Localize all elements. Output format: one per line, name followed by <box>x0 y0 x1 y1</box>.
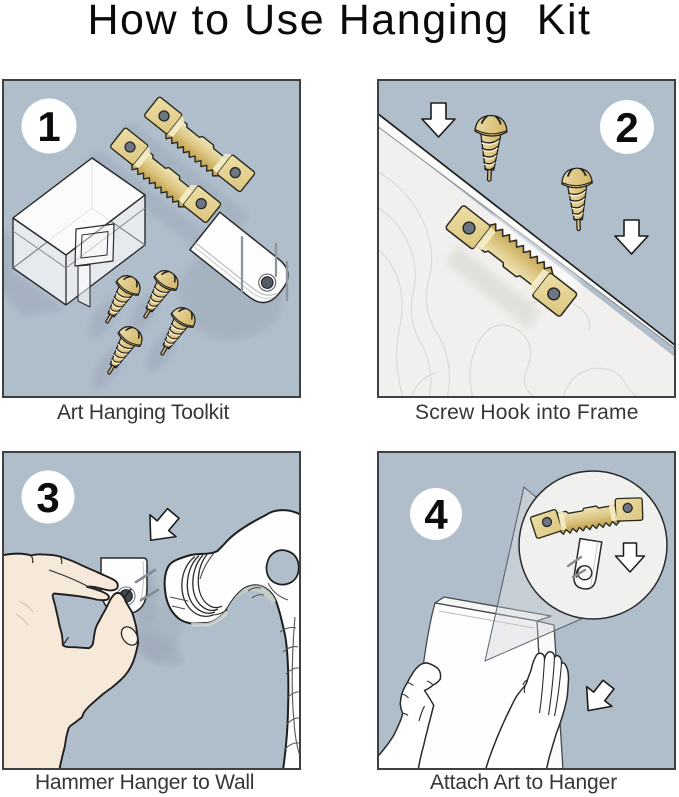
svg-text:3: 3 <box>36 474 59 521</box>
svg-text:4: 4 <box>424 491 448 538</box>
svg-text:1: 1 <box>37 103 60 150</box>
svg-text:2: 2 <box>615 104 638 151</box>
